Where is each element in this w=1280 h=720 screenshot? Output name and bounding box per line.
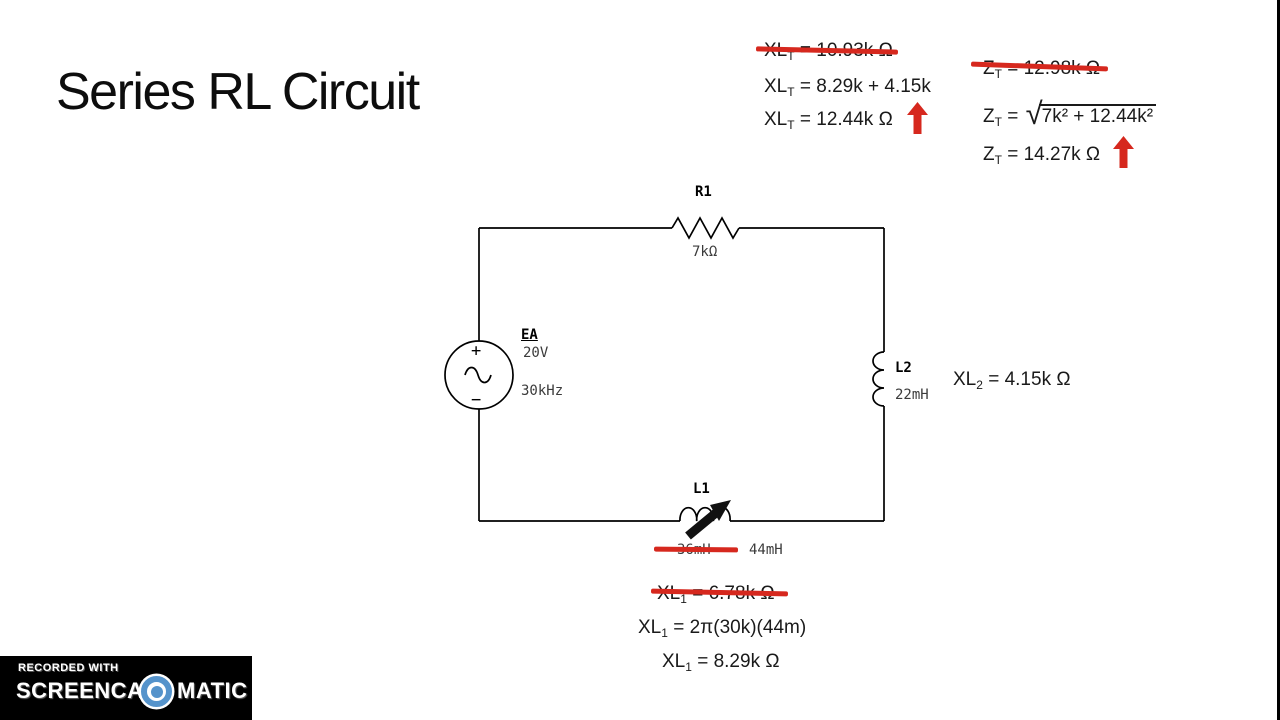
resistor-value-label: 7kΩ xyxy=(692,244,718,260)
watermark-panel: RECORDED WITH SCREENCAST MATIC xyxy=(0,656,252,720)
variable-inductor-arrow-icon xyxy=(685,500,731,540)
frame-right-border xyxy=(1277,0,1280,720)
xl2-equation: XL2 = 4.15k Ω xyxy=(953,369,1071,392)
watermark-matic: MATIC xyxy=(177,678,248,703)
resistor-name-label: R1 xyxy=(695,184,712,200)
inductor-l2-symbol xyxy=(872,351,885,407)
xl1-equation-result: XL1 = 8.29k Ω xyxy=(662,651,780,674)
sine-wave-icon xyxy=(464,366,492,384)
inductor-l1-symbol xyxy=(679,506,731,522)
source-plus-sign: + xyxy=(471,341,482,361)
watermark-recorded-with: RECORDED WITH xyxy=(18,662,119,674)
emphasis-arrow-icon xyxy=(907,102,928,134)
emphasis-arrow-icon xyxy=(1113,136,1134,168)
inductor2-name-label: L2 xyxy=(895,360,912,376)
screencast-logo-icon xyxy=(141,676,172,707)
source-frequency-label: 30kHz xyxy=(521,383,564,399)
slide-title: Series RL Circuit xyxy=(56,63,420,121)
inductor1-name-label: L1 xyxy=(693,481,710,497)
xlt-equation-sum: XLT = 8.29k + 4.15k xyxy=(764,76,931,99)
inductor1-new-value-label: 44mH xyxy=(749,542,783,558)
xl1-equation-formula: XL1 = 2π(30k)(44m) xyxy=(638,617,807,640)
zt-equation-sqrt: ZT = √7k² + 12.44k² xyxy=(983,98,1157,129)
source-minus-sign: − xyxy=(471,390,482,410)
zt-equation-result: ZT = 14.27k Ω xyxy=(983,144,1101,167)
xlt-equation-result: XLT = 12.44k Ω xyxy=(764,109,893,132)
inductor2-value-label: 22mH xyxy=(895,387,929,403)
strikethrough-line-36mh xyxy=(653,546,739,553)
resistor-symbol xyxy=(671,216,740,240)
source-name-label: EA xyxy=(521,327,538,343)
source-voltage-label: 20V xyxy=(523,345,549,361)
